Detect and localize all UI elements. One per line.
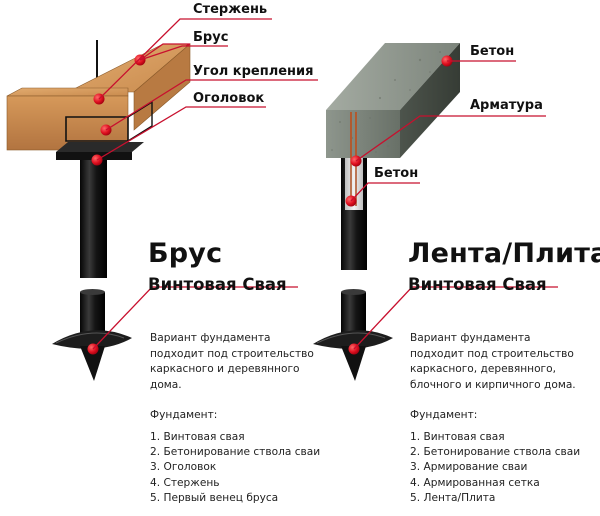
leader-pile-left bbox=[92, 286, 298, 350]
beam-top-front bbox=[6, 87, 129, 97]
pile-shaft-upper bbox=[80, 160, 107, 278]
list-item: 4. Армированная сетка bbox=[410, 476, 540, 489]
leader-beam bbox=[139, 45, 228, 61]
callout-bracket: Угол крепления bbox=[193, 64, 314, 79]
left-title: Брус bbox=[148, 238, 223, 269]
pile-cap-plate-top bbox=[56, 142, 144, 152]
list-item: 4. Стержень bbox=[150, 476, 220, 489]
leader-concrete-pile bbox=[350, 182, 420, 202]
callout-beam: Брус bbox=[193, 30, 229, 45]
right-description: Вариант фундамента подходит под строител… bbox=[410, 331, 598, 393]
pile-shaft-top-ellipse bbox=[80, 289, 105, 295]
list-item: 5. Лента/Плита bbox=[410, 491, 496, 504]
leader-rod bbox=[98, 18, 272, 100]
left-description-line: дома. bbox=[150, 378, 182, 391]
callout-rebar: Арматура bbox=[470, 98, 543, 113]
callout-rod: Стержень bbox=[193, 2, 268, 17]
left-description-line: Вариант фундамента bbox=[150, 332, 271, 344]
left-description: Вариант фундамента подходит под строител… bbox=[150, 331, 340, 393]
right-description-line: блочного и кирпичного дома. bbox=[410, 378, 576, 391]
right-description-line: подходит под строительство bbox=[410, 347, 574, 360]
left-subtitle: Винтовая Свая bbox=[148, 275, 287, 294]
left-description-line: каркасного и деревянного bbox=[150, 363, 300, 375]
list-item: 5. Первый венец бруса bbox=[150, 491, 279, 504]
right-description-line: Вариант фундамента bbox=[410, 332, 531, 344]
right-foundation-list: 1. Винтовая свая 2. Бетонирование ствола… bbox=[410, 430, 580, 506]
leader-pile-right bbox=[353, 286, 558, 350]
right-subtitle: Винтовая Свая bbox=[408, 275, 547, 294]
left-list-heading: Фундамент: bbox=[150, 409, 218, 421]
leader-bracket bbox=[105, 79, 318, 131]
concrete-slab-illustration bbox=[313, 43, 558, 381]
slab-top bbox=[326, 43, 460, 110]
list-item: 2. Бетонирование ствола сваи bbox=[150, 446, 321, 459]
slab-front bbox=[326, 110, 400, 158]
list-item: 3. Армирование сваи bbox=[410, 461, 528, 474]
right-description-line: каркасного, деревянного, bbox=[410, 363, 556, 375]
beam-side-diagonal bbox=[133, 43, 191, 131]
list-item: 3. Оголовок bbox=[150, 461, 217, 474]
pile-shaft-right-top-ellipse bbox=[341, 289, 366, 295]
wooden-beam-illustration bbox=[6, 18, 318, 381]
left-description-line: подходит под строительство bbox=[150, 347, 314, 360]
leader-beam-short bbox=[139, 43, 191, 61]
callout-concrete-slab: Бетон bbox=[470, 44, 515, 59]
slab-side bbox=[400, 43, 460, 158]
beam-face-front bbox=[6, 95, 129, 151]
leader-cap bbox=[96, 106, 266, 161]
callout-concrete-pile: Бетон bbox=[374, 166, 419, 181]
left-foundation-list: 1. Винтовая свая 2. Бетонирование ствола… bbox=[150, 430, 320, 506]
pile-helix-highlight-right bbox=[316, 332, 386, 344]
leader-rebar bbox=[355, 115, 546, 162]
callout-cap: Оголовок bbox=[193, 91, 265, 106]
list-item: 1. Винтовая свая bbox=[150, 431, 245, 443]
list-item: 2. Бетонирование ствола сваи bbox=[410, 446, 581, 459]
list-item: 1. Винтовая свая bbox=[410, 431, 505, 443]
pile-helix-highlight bbox=[55, 332, 125, 344]
right-title: Лента/Плита bbox=[408, 238, 600, 269]
pile-tip-right bbox=[341, 346, 366, 381]
pile-tip bbox=[80, 346, 105, 381]
right-list-heading: Фундамент: bbox=[410, 409, 478, 421]
